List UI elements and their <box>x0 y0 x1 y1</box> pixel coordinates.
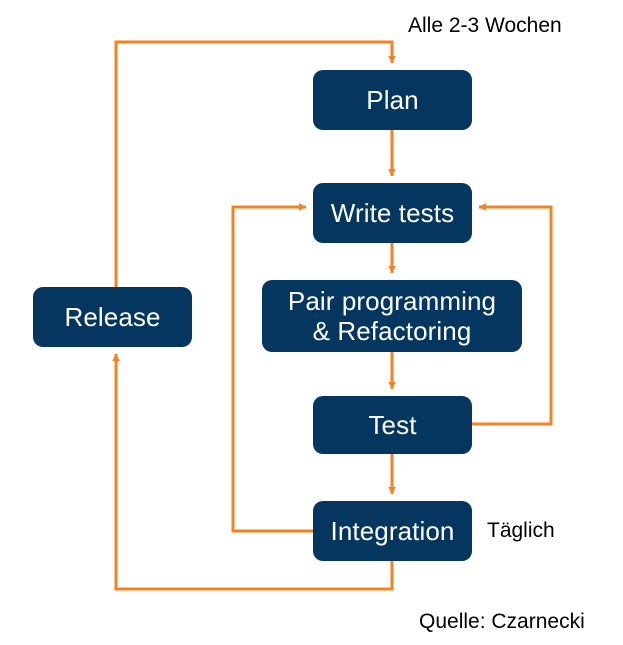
edge-release-to-plan <box>114 40 396 287</box>
edge-integration-back-to-write-tests <box>231 203 313 533</box>
node-pair-programming-refactoring[interactable]: Pair programming & Refactoring <box>262 280 522 352</box>
node-write-tests[interactable]: Write tests <box>313 183 472 243</box>
edge-integration-to-release <box>112 353 394 591</box>
label-release-cadence: Alle 2-3 Wochen <box>408 14 562 37</box>
node-test[interactable]: Test <box>313 396 472 454</box>
edge-test-back-to-write-tests <box>472 203 553 426</box>
label-source: Quelle: Czarnecki <box>419 610 585 633</box>
label-integration-cadence: Täglich <box>487 519 555 542</box>
node-plan[interactable]: Plan <box>313 70 472 130</box>
node-integration[interactable]: Integration <box>313 501 472 561</box>
node-release[interactable]: Release <box>33 287 192 347</box>
